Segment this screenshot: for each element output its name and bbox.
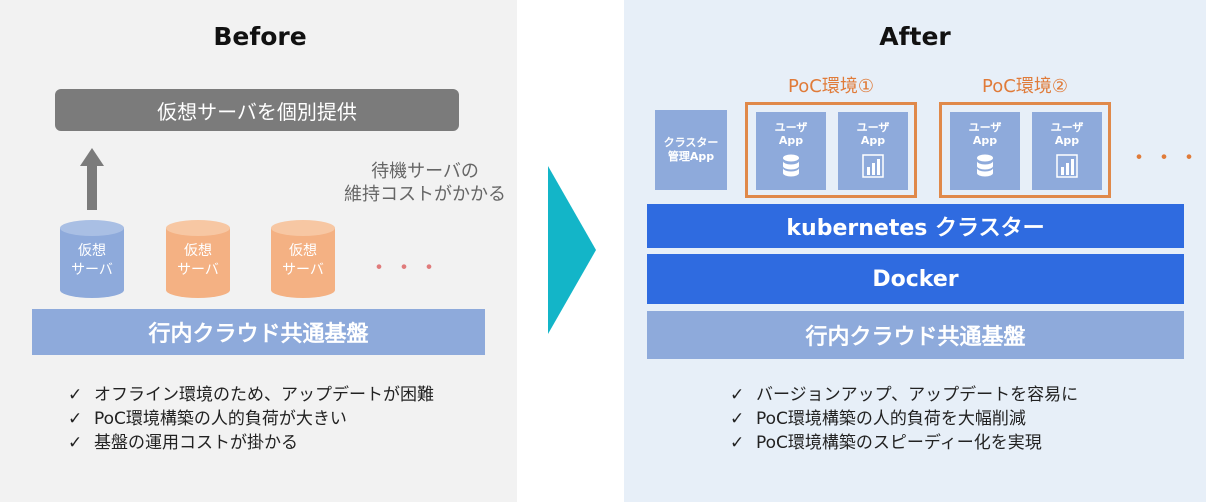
database-icon (60, 220, 124, 298)
chevron-right-icon (548, 166, 596, 334)
check-icon: ✓ (730, 433, 745, 453)
before-bullets: ✓オフライン環境のため、アップデートが困難 ✓PoC環境構築の人的負荷が大きい … (68, 383, 434, 455)
check-icon: ✓ (730, 385, 745, 405)
bar-chart-icon (862, 154, 884, 178)
poc-environment-2-box (939, 102, 1111, 198)
server-cylinder-2: 仮想 サーバ (166, 220, 230, 298)
check-icon: ✓ (68, 433, 83, 453)
database-icon (271, 220, 335, 298)
note-line-2: 維持コストがかかる (344, 184, 506, 205)
server-label: 仮想 サーバ (71, 243, 113, 278)
database-icon (783, 154, 799, 177)
before-base-layer: 行内クラウド共通基盤 (32, 309, 485, 355)
virtual-server-bar: 仮想サーバを個別提供 (55, 89, 459, 131)
poc-environment-1-box (745, 102, 917, 198)
check-icon: ✓ (68, 409, 83, 429)
server-cylinder-3: 仮想 サーバ (271, 220, 335, 298)
database-icon (166, 220, 230, 298)
server-label: 仮想 サーバ (282, 243, 324, 278)
list-item: ✓PoC環境構築のスピーディー化を実現 (730, 433, 1042, 453)
note-line-1: 待機サーバの (371, 161, 479, 182)
after-title: After (879, 22, 951, 51)
after-panel (624, 0, 1206, 502)
user-app-db: ユーザ App (756, 112, 826, 190)
after-base-layer: 行内クラウド共通基盤 (647, 311, 1184, 359)
more-environments-ellipsis: ・・・ (1128, 146, 1204, 171)
user-app-db: ユーザ App (950, 112, 1020, 190)
user-app-chart: ユーザ App (838, 112, 908, 190)
list-item: ✓バージョンアップ、アップデートを容易に (730, 385, 1079, 405)
cluster-manager-app: クラスター 管理App (655, 110, 727, 190)
docker-layer: Docker (647, 254, 1184, 304)
server-cylinder-1: 仮想 サーバ (60, 220, 124, 298)
up-arrow-icon (80, 148, 104, 210)
poc-environment-2-label: PoC環境② (982, 76, 1068, 97)
kubernetes-layer: kubernetes クラスター (647, 204, 1184, 248)
bar-chart-icon (1056, 154, 1078, 178)
list-item: ✓PoC環境構築の人的負荷が大きい (68, 409, 347, 429)
list-item: ✓オフライン環境のため、アップデートが困難 (68, 385, 434, 405)
list-item: ✓PoC環境構築の人的負荷を大幅削減 (730, 409, 1026, 429)
poc-environment-1-label: PoC環境① (788, 76, 874, 97)
server-label: 仮想 サーバ (177, 243, 219, 278)
standby-cost-note: 待機サーバの 維持コストがかかる (330, 160, 520, 206)
user-app-chart: ユーザ App (1032, 112, 1102, 190)
more-servers-ellipsis: ・・・ (368, 256, 444, 281)
list-item: ✓基盤の運用コストが掛かる (68, 433, 298, 453)
check-icon: ✓ (68, 385, 83, 405)
check-icon: ✓ (730, 409, 745, 429)
before-title: Before (213, 22, 307, 51)
database-icon (977, 154, 993, 177)
after-bullets: ✓バージョンアップ、アップデートを容易に ✓PoC環境構築の人的負荷を大幅削減 … (730, 383, 1078, 455)
